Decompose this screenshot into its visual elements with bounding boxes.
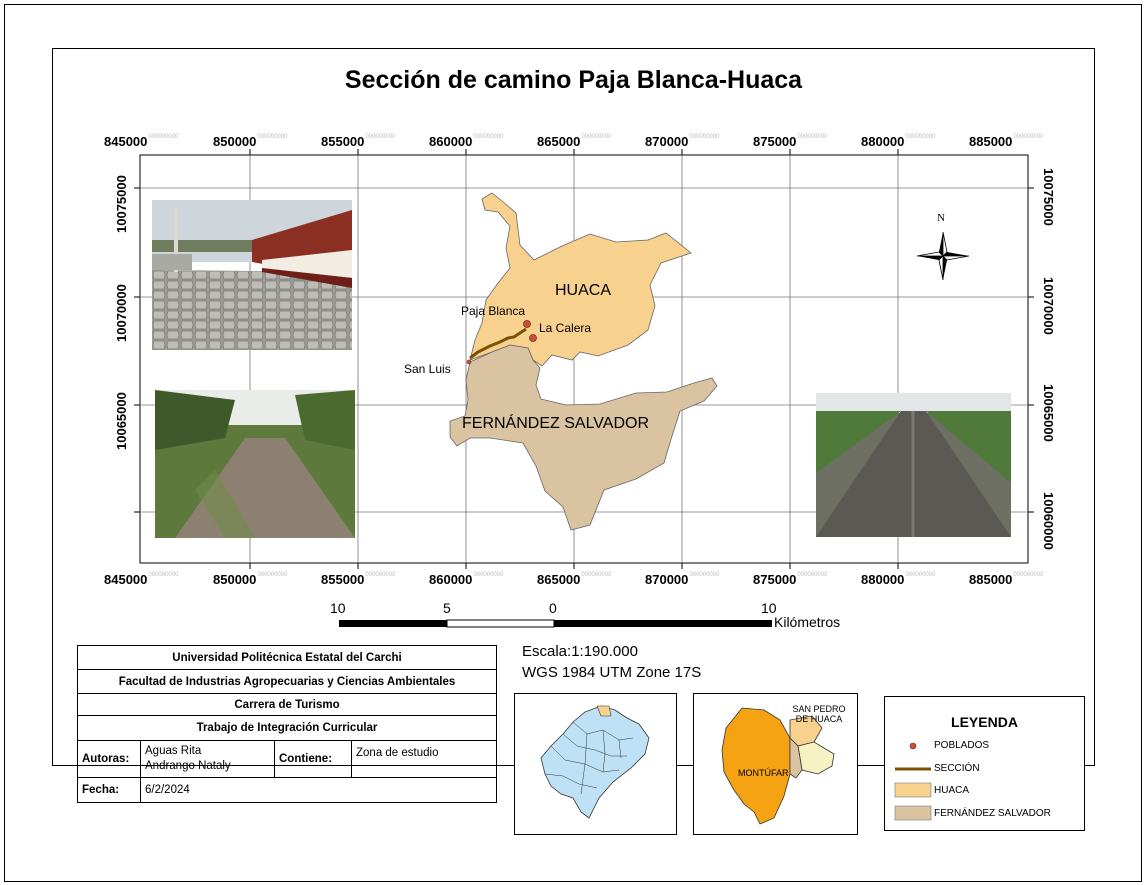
- scalebar-label: 10: [761, 600, 777, 616]
- photo-cobblestone-street: [152, 200, 352, 350]
- fernandez-salvador-polygon: [449, 344, 718, 531]
- inset-montufar: SAN PEDRO DE HUACA MONTÚFAR: [693, 693, 858, 835]
- x-tick-top: 885000000000000: [969, 134, 1044, 149]
- place-label-la-calera: La Calera: [539, 321, 592, 335]
- title-block-career: Carrera de Turismo: [77, 693, 497, 716]
- inset-ecuador: [514, 693, 677, 835]
- title-block: Universidad Politécnica Estatal del Carc…: [77, 645, 497, 803]
- contains-value: Zona de estudio: [351, 740, 497, 778]
- x-tick-bottom: 870000000000000: [645, 572, 720, 587]
- x-tick-bottom: 885000000000000: [969, 572, 1044, 587]
- region-label-fernandez-salvador: FERNÁNDEZ SALVADOR: [462, 415, 649, 432]
- legend-poblado-symbol: [909, 742, 917, 750]
- place-label-paja-blanca: Paja Blanca: [461, 304, 526, 318]
- section-line: [469, 327, 527, 360]
- authors-label: Autoras:: [77, 740, 141, 778]
- scalebar-label: 5: [443, 600, 451, 616]
- title-block-work: Trabajo de Integración Curricular: [77, 715, 497, 741]
- author-name: Aguas Rita: [145, 745, 202, 757]
- x-tick-top: 850000000000000: [213, 134, 288, 149]
- north-arrow-icon: [916, 231, 970, 281]
- author-name: Andrango Nataly: [145, 760, 231, 772]
- x-tick-bottom: 875000000000000: [753, 572, 828, 587]
- photo-cobble-road-perspective: [816, 393, 1011, 537]
- x-tick-top: 875000000000000: [753, 134, 828, 149]
- legend-label: SECCIÓN: [934, 763, 980, 774]
- ecuador-map: [540, 705, 650, 819]
- x-tick-top: 870000000000000: [645, 134, 720, 149]
- legend-label: FERNÁNDEZ SALVADOR: [934, 808, 1051, 819]
- scalebar-unit: Kilómetros: [774, 614, 841, 630]
- x-tick-bottom: 860000000000000: [429, 572, 504, 587]
- y-tick-right: 10070000: [1041, 277, 1056, 335]
- map-title: Sección de camino Paja Blanca-Huaca: [344, 66, 803, 94]
- x-tick-bottom: 855000000000000: [321, 572, 396, 587]
- legend-label: POBLADOS: [934, 740, 990, 751]
- legend-symbols: [894, 742, 932, 821]
- legend-title: LEYENDA: [951, 714, 1018, 730]
- x-tick-bottom: 880000000000000: [861, 572, 936, 587]
- photo-rural-road: [155, 390, 355, 538]
- scalebar-label: 0: [549, 600, 557, 616]
- date-label: Fecha:: [77, 777, 141, 803]
- legend: LEYENDA POBLADOS SECCIÓN HUACA FERNÁNDEZ…: [884, 696, 1085, 831]
- y-tick-left: 10065000: [114, 392, 129, 450]
- authors-value: Aguas Rita Andrango Nataly: [140, 740, 275, 778]
- x-tick-bottom: 850000000000000: [213, 572, 288, 587]
- y-tick-right: 10075000: [1041, 168, 1056, 226]
- montufar-map: [721, 707, 835, 825]
- x-tick-top: 880000000000000: [861, 134, 936, 149]
- title-block-faculty: Facultad de Industrias Agropecuarias y C…: [77, 669, 497, 694]
- date-value: 6/2/2024: [140, 777, 497, 803]
- contains-label: Contiene:: [274, 740, 352, 778]
- y-tick-left: 10070000: [114, 284, 129, 342]
- legend-huaca-symbol: [894, 782, 932, 798]
- x-tick-top: 855000000000000: [321, 134, 396, 149]
- y-tick-right: 10060000: [1041, 492, 1056, 550]
- inset-label-san-pedro: SAN PEDRO DE HUACA: [792, 704, 846, 724]
- inset-label-montufar: MONTÚFAR: [738, 768, 789, 778]
- place-label-san-luis: San Luis: [404, 362, 451, 376]
- x-tick-bottom: 865000000000000: [537, 572, 612, 587]
- legend-fernandez-symbol: [894, 805, 932, 821]
- region-label-huaca: HUACA: [555, 282, 612, 299]
- y-tick-right: 10065000: [1041, 384, 1056, 442]
- x-tick-bottom: 845000000000000: [104, 572, 179, 587]
- north-label: N: [937, 212, 945, 224]
- page-border: [4, 4, 1142, 882]
- x-tick-top: 865000000000000: [537, 134, 612, 149]
- x-tick-top: 845000000000000: [104, 134, 179, 149]
- scale-text: Escala:1:190.000: [522, 643, 638, 660]
- poblado-san-luis: [466, 359, 472, 365]
- scalebar: [339, 619, 772, 628]
- poblado-paja-blanca: [523, 320, 531, 328]
- scalebar-label: 10: [330, 600, 346, 616]
- x-tick-top: 860000000000000: [429, 134, 504, 149]
- title-block-university: Universidad Politécnica Estatal del Carc…: [77, 645, 497, 670]
- poblado-la-calera: [529, 334, 537, 342]
- y-tick-left: 10075000: [114, 175, 129, 233]
- crs-text: WGS 1984 UTM Zone 17S: [522, 664, 702, 681]
- legend-label: HUACA: [934, 785, 970, 796]
